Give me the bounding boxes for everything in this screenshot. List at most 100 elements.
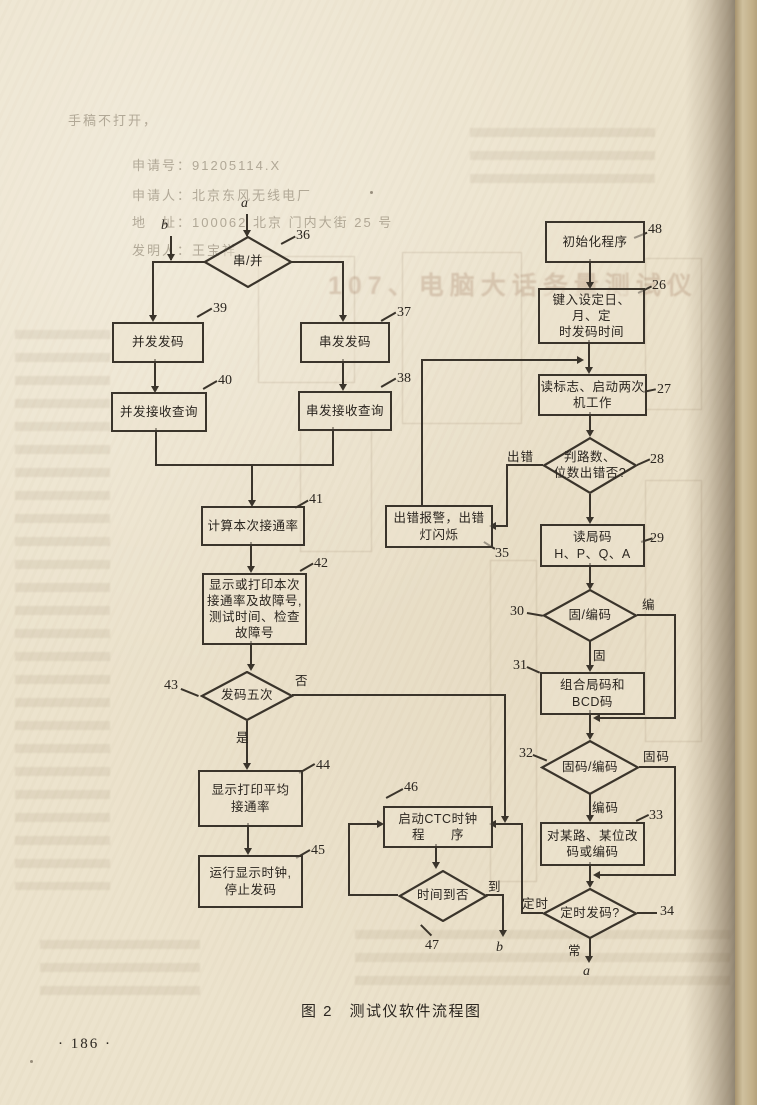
arrowhead (167, 254, 175, 261)
flow-line (348, 823, 378, 825)
branch-label-timed: 定时 (522, 897, 550, 911)
bleedthrough-diagram-box (490, 560, 537, 882)
flow-node-36-serial-parallel-decision: 串/并 (203, 236, 293, 288)
arrowhead (149, 315, 157, 322)
ref-num-46: 46 (404, 780, 418, 795)
leader-line (180, 688, 199, 697)
ref-num-37: 37 (397, 305, 411, 320)
leader-line (202, 380, 218, 390)
branch-label-yes: 是 (236, 731, 250, 745)
arrowhead (151, 386, 159, 393)
flow-line (250, 542, 252, 569)
node-text: 时间到否 (416, 888, 469, 903)
flow-node-38-serial-receive-query: 串发接收查询 (298, 391, 392, 431)
node-text: 键入设定日、月、定 时发码时间 (552, 292, 631, 340)
flow-line (589, 862, 591, 883)
connector-b-bottom: b (496, 940, 503, 955)
flow-node-44-print-average: 显示打印平均 接通率 (198, 770, 303, 827)
node-text: 初始化程序 (562, 234, 628, 249)
flow-line (637, 614, 676, 616)
ref-num-35: 35 (495, 546, 509, 561)
flow-line (342, 261, 344, 317)
flow-line (348, 823, 350, 896)
flow-line (589, 938, 591, 959)
arrowhead (586, 517, 594, 524)
flow-line (599, 717, 676, 719)
node-text: 判路数、 位数出错否? (553, 449, 627, 480)
flow-line (246, 721, 248, 766)
diamond-shape (398, 870, 488, 922)
flow-line (155, 464, 334, 466)
arrowhead (593, 871, 600, 879)
node-text: 组合局码和 BCD码 (559, 678, 625, 709)
ref-num-39: 39 (213, 301, 227, 316)
node-text: 固/编码 (568, 607, 612, 622)
bleedthrough-text-block (15, 330, 110, 890)
flow-line (332, 427, 334, 466)
flow-line (170, 236, 172, 260)
arrowhead (593, 714, 600, 722)
flow-line (639, 766, 676, 768)
node-text: 串/并 (233, 254, 263, 269)
node-text: 运行显示时钟, 停止发码 (209, 866, 292, 897)
leader-line (196, 307, 213, 318)
ref-num-47: 47 (425, 938, 439, 953)
arrowhead (586, 881, 594, 888)
flow-node-41-compute-rate: 计算本次接通率 (201, 506, 305, 546)
flow-line (504, 694, 506, 818)
faint-header-line-applicant: 申请人：北京东风无线电厂 (132, 188, 313, 203)
flow-node-48-init-program: 初始化程序 (545, 221, 645, 263)
bleedthrough-diagram-box (258, 256, 355, 383)
arrowhead (339, 315, 347, 322)
arrowhead (499, 930, 507, 937)
leader-line (299, 562, 314, 572)
branch-label-normal: 常 (568, 944, 582, 958)
flow-line (521, 912, 543, 914)
leader-line (380, 377, 397, 388)
connector-a-top: a (241, 196, 248, 211)
faint-header-line-inventor: 发明人：王宝祥 (132, 243, 238, 258)
branch-label-no: 否 (295, 674, 309, 688)
flow-node-37-serial-send: 串发发码 (300, 322, 390, 363)
bleedthrough-text-block (40, 940, 200, 995)
bleedthrough-text-block (470, 128, 655, 188)
arrowhead (247, 566, 255, 573)
ref-num-48: 48 (648, 222, 662, 237)
arrowhead (432, 862, 440, 869)
paper-speck (30, 1060, 33, 1063)
flow-node-31-combine-bcd: 组合局码和 BCD码 (540, 672, 645, 715)
diamond-shape (542, 437, 638, 494)
diamond-shape (200, 671, 294, 721)
ref-num-28: 28 (650, 452, 664, 467)
flow-line (589, 710, 591, 736)
node-text: 固码/编码 (562, 759, 618, 774)
arrowhead (377, 820, 384, 828)
arrowhead (243, 230, 251, 237)
arrowhead (248, 500, 256, 507)
arrowhead (586, 815, 594, 822)
flow-node-34-timed-send-decision: 定时发码? (542, 888, 638, 939)
faint-header-line-address: 地 址：100062 北京 门内大街 25 号 (132, 215, 394, 230)
branch-label-reached: 到 (488, 880, 502, 894)
leader-line (636, 458, 651, 466)
flow-line (250, 641, 252, 666)
flow-node-28-error-check-decision: 判路数、 位数出错否? (542, 437, 638, 494)
node-text: 并发发码 (131, 335, 184, 350)
node-text: 出错报警，出错 灯闪烁 (393, 511, 485, 542)
arrowhead (243, 763, 251, 770)
flow-line (246, 214, 248, 236)
bleedthrough-diagram-box (402, 252, 522, 424)
arrowhead (585, 367, 593, 374)
ref-num-30: 30 (510, 604, 524, 619)
flow-line (154, 359, 156, 388)
flow-node-46-start-ctc-clock: 启动CTC时钟 程 序 (383, 806, 493, 848)
flow-line (348, 894, 398, 896)
flow-line (152, 261, 154, 317)
ref-num-45: 45 (311, 843, 325, 858)
arrowhead (577, 356, 584, 364)
diamond-shape (540, 740, 640, 795)
flow-line (637, 912, 657, 914)
arrowhead (247, 664, 255, 671)
flow-line (589, 641, 591, 668)
